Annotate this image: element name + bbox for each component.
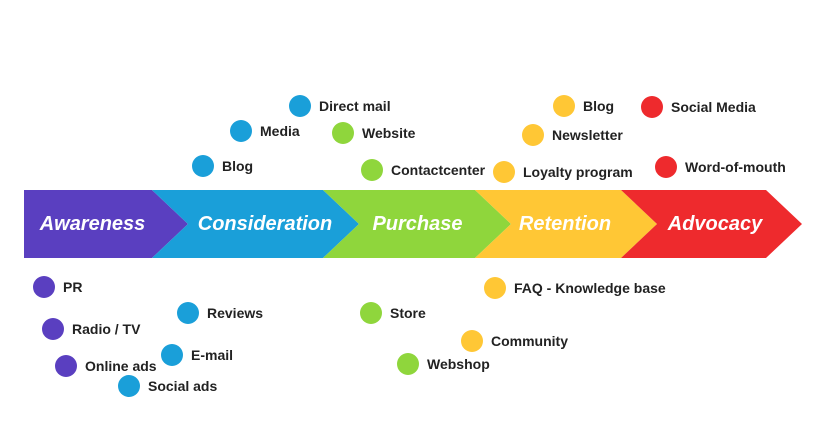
touchpoint-label: Store [390, 305, 426, 321]
touchpoint-faq: FAQ - Knowledge base [484, 277, 666, 299]
touchpoint-social-ads: Social ads [118, 375, 217, 397]
dot-icon [33, 276, 55, 298]
dot-icon [360, 302, 382, 324]
touchpoint-label: Blog [583, 98, 615, 114]
touchpoint-store: Store [360, 302, 426, 324]
touchpoint-label: Community [491, 333, 568, 349]
touchpoint-label: Newsletter [552, 127, 623, 143]
dot-icon [493, 161, 515, 183]
touchpoint-label: PR [63, 279, 83, 295]
touchpoint-label: Contactcenter [391, 162, 486, 178]
stage-label-retention: Retention [518, 213, 612, 235]
touchpoint-label: Reviews [207, 305, 264, 321]
stage-shape-advocacy [621, 190, 802, 258]
dot-icon [42, 318, 64, 340]
touchpoint-label: Website [362, 125, 416, 141]
stage-label-awareness: Awareness [39, 213, 146, 235]
dot-icon [55, 355, 77, 377]
stage-label-consideration: Consideration [197, 213, 333, 235]
dot-icon [461, 330, 483, 352]
dot-icon [118, 375, 140, 397]
touchpoint-label: Webshop [427, 356, 490, 372]
touchpoint-label: FAQ - Knowledge base [514, 280, 666, 296]
dot-icon [484, 277, 506, 299]
stage-label-purchase: Purchase [372, 213, 463, 235]
touchpoint-newsletter: Newsletter [522, 124, 623, 146]
touchpoint-label: Media [260, 123, 300, 139]
touchpoint-label: Social ads [148, 378, 218, 394]
dot-icon [361, 159, 383, 181]
touchpoint-pr: PR [33, 276, 82, 298]
touchpoint-website: Website [332, 122, 415, 144]
dot-icon [177, 302, 199, 324]
stage-shape-retention [475, 190, 657, 258]
touchpoint-direct-mail: Direct mail [289, 95, 391, 117]
touchpoint-label: Direct mail [319, 98, 391, 114]
touchpoint-loyalty-program: Loyalty program [493, 161, 633, 183]
dot-icon [655, 156, 677, 178]
dot-icon [332, 122, 354, 144]
touchpoint-label: Word-of-mouth [685, 159, 786, 175]
touchpoint-media: Media [230, 120, 300, 142]
touchpoint-social-media: Social Media [641, 96, 756, 118]
touchpoint-label: Social Media [671, 99, 756, 115]
touchpoint-label: Loyalty program [523, 164, 633, 180]
dot-icon [289, 95, 311, 117]
dot-icon [553, 95, 575, 117]
touchpoint-blog-consideration: Blog [192, 155, 253, 177]
touchpoint-email: E-mail [161, 344, 233, 366]
dot-icon [230, 120, 252, 142]
touchpoint-webshop: Webshop [397, 353, 490, 375]
stage-label-advocacy: Advocacy [667, 213, 763, 235]
touchpoint-label: Radio / TV [72, 321, 141, 337]
touchpoint-label: Blog [222, 158, 254, 174]
stage-shape-awareness [24, 190, 188, 258]
dot-icon [161, 344, 183, 366]
touchpoint-label: E-mail [191, 347, 234, 363]
touchpoint-contactcenter: Contactcenter [361, 159, 485, 181]
touchpoint-radio-tv: Radio / TV [42, 318, 140, 340]
touchpoint-community: Community [461, 330, 568, 352]
dot-icon [192, 155, 214, 177]
touchpoint-reviews: Reviews [177, 302, 263, 324]
touchpoint-label: Online ads [85, 358, 157, 374]
touchpoint-online-ads: Online ads [55, 355, 157, 377]
stage-shape-purchase [323, 190, 511, 258]
dot-icon [641, 96, 663, 118]
touchpoint-blog-retention: Blog [553, 95, 614, 117]
dot-icon [522, 124, 544, 146]
touchpoint-word-of-mouth: Word-of-mouth [655, 156, 786, 178]
dot-icon [397, 353, 419, 375]
stage-shape-consideration [152, 190, 359, 258]
